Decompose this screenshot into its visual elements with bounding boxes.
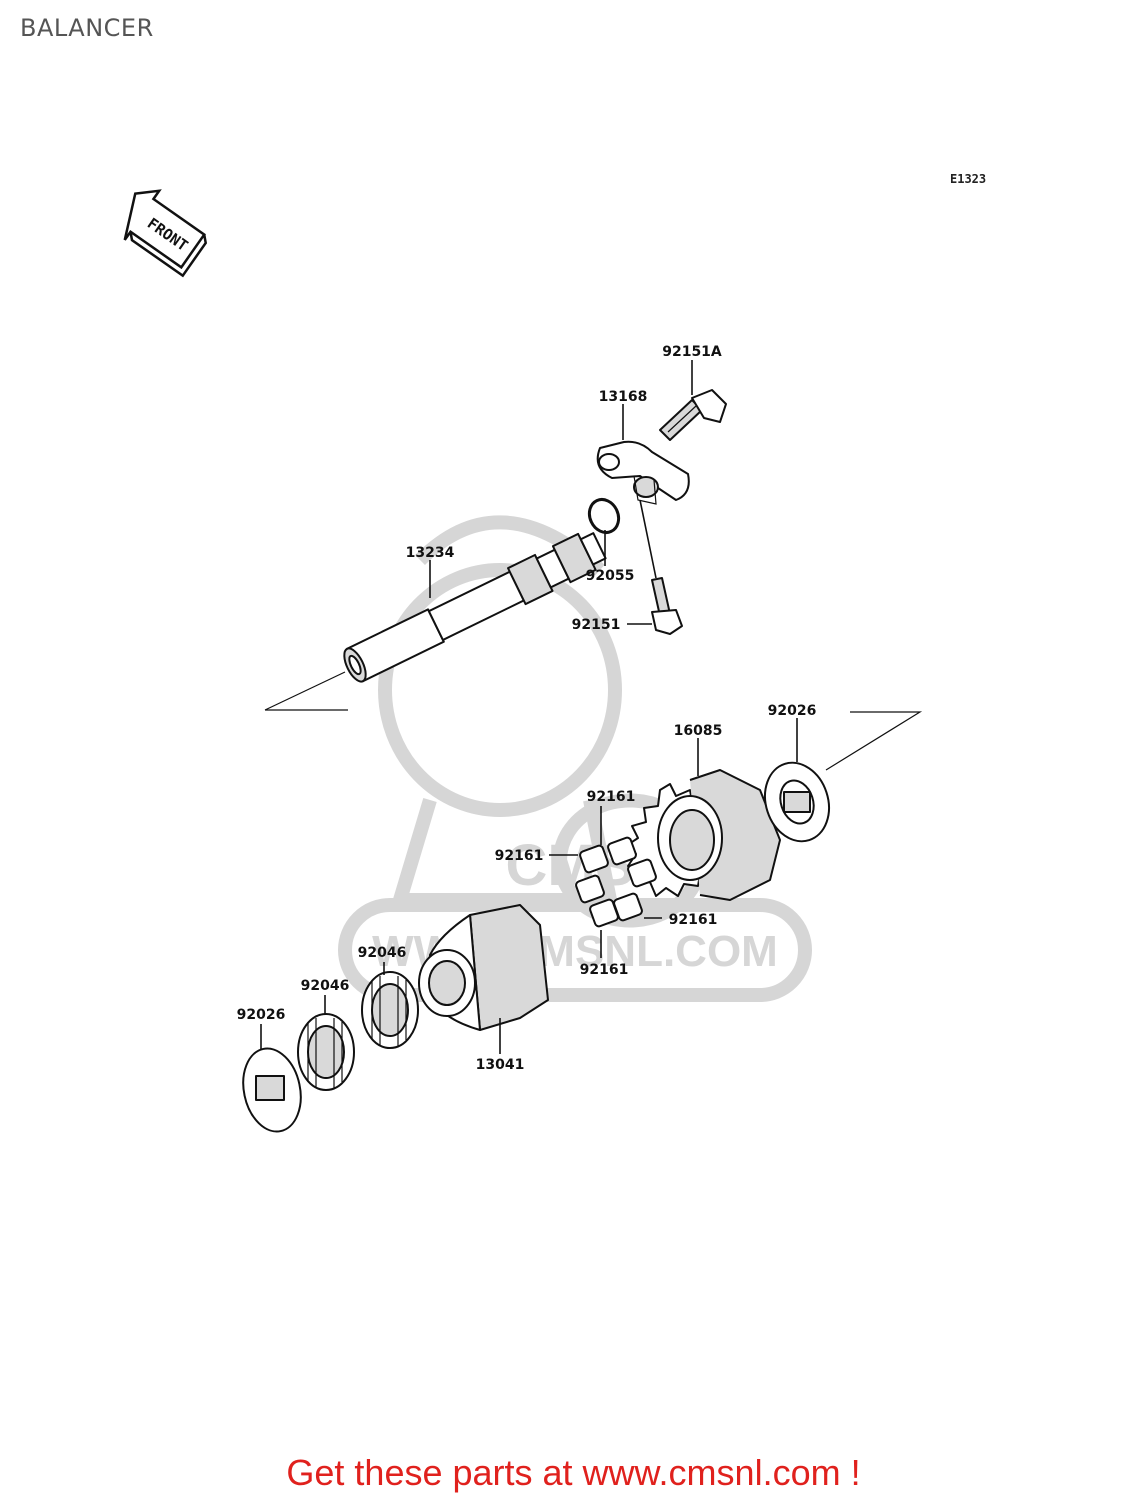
label-16085: 16085 bbox=[674, 723, 723, 739]
label-13234: 13234 bbox=[406, 545, 455, 561]
part-13168-lever bbox=[596, 440, 690, 505]
footer-cta-link[interactable]: Get these parts at www.cmsnl.com ! bbox=[286, 1452, 861, 1493]
axis-line-left-diag bbox=[264, 671, 346, 711]
part-92046-bearing-b bbox=[297, 1013, 355, 1091]
part-92055-o-ring bbox=[587, 497, 621, 535]
cms-watermark: WWW.CMSNL.COM CMS bbox=[338, 515, 812, 1002]
watermark-url-pill bbox=[338, 898, 812, 1002]
page-title: BALANCER bbox=[20, 14, 154, 42]
part-16085-gear bbox=[625, 769, 781, 901]
label-92055: 92055 bbox=[586, 568, 635, 584]
label-92046-b: 92046 bbox=[301, 978, 350, 994]
diagram-code: E1323 bbox=[950, 172, 987, 186]
label-92151A: 92151A bbox=[662, 344, 722, 360]
label-92026-bottom: 92026 bbox=[237, 1007, 286, 1023]
part-92026-washer-top bbox=[764, 761, 830, 843]
label-92161-b: 92161 bbox=[495, 848, 544, 864]
label-92026-top: 92026 bbox=[768, 703, 817, 719]
part-92151A-bolt bbox=[659, 389, 727, 441]
label-92161-c: 92161 bbox=[669, 912, 718, 928]
front-arrow-icon: FRONT bbox=[123, 189, 208, 278]
label-92161-a: 92161 bbox=[587, 789, 636, 805]
part-92026-washer-bottom bbox=[242, 1047, 302, 1133]
label-13168: 13168 bbox=[599, 389, 648, 405]
axis-line-right bbox=[825, 711, 923, 771]
part-13041-balancer-weight bbox=[418, 904, 549, 1031]
part-92046-bearing-a bbox=[361, 971, 419, 1049]
part-92161-damper-set bbox=[575, 836, 657, 928]
part-92151-bolt bbox=[651, 577, 683, 635]
label-92046-a: 92046 bbox=[358, 945, 407, 961]
label-92151: 92151 bbox=[572, 617, 621, 633]
label-92161-d: 92161 bbox=[580, 962, 629, 978]
label-13041: 13041 bbox=[476, 1057, 525, 1073]
part-13234-balancer-shaft bbox=[343, 532, 607, 683]
watermark-mascot-head bbox=[378, 563, 622, 817]
leader-lines bbox=[260, 360, 798, 1054]
